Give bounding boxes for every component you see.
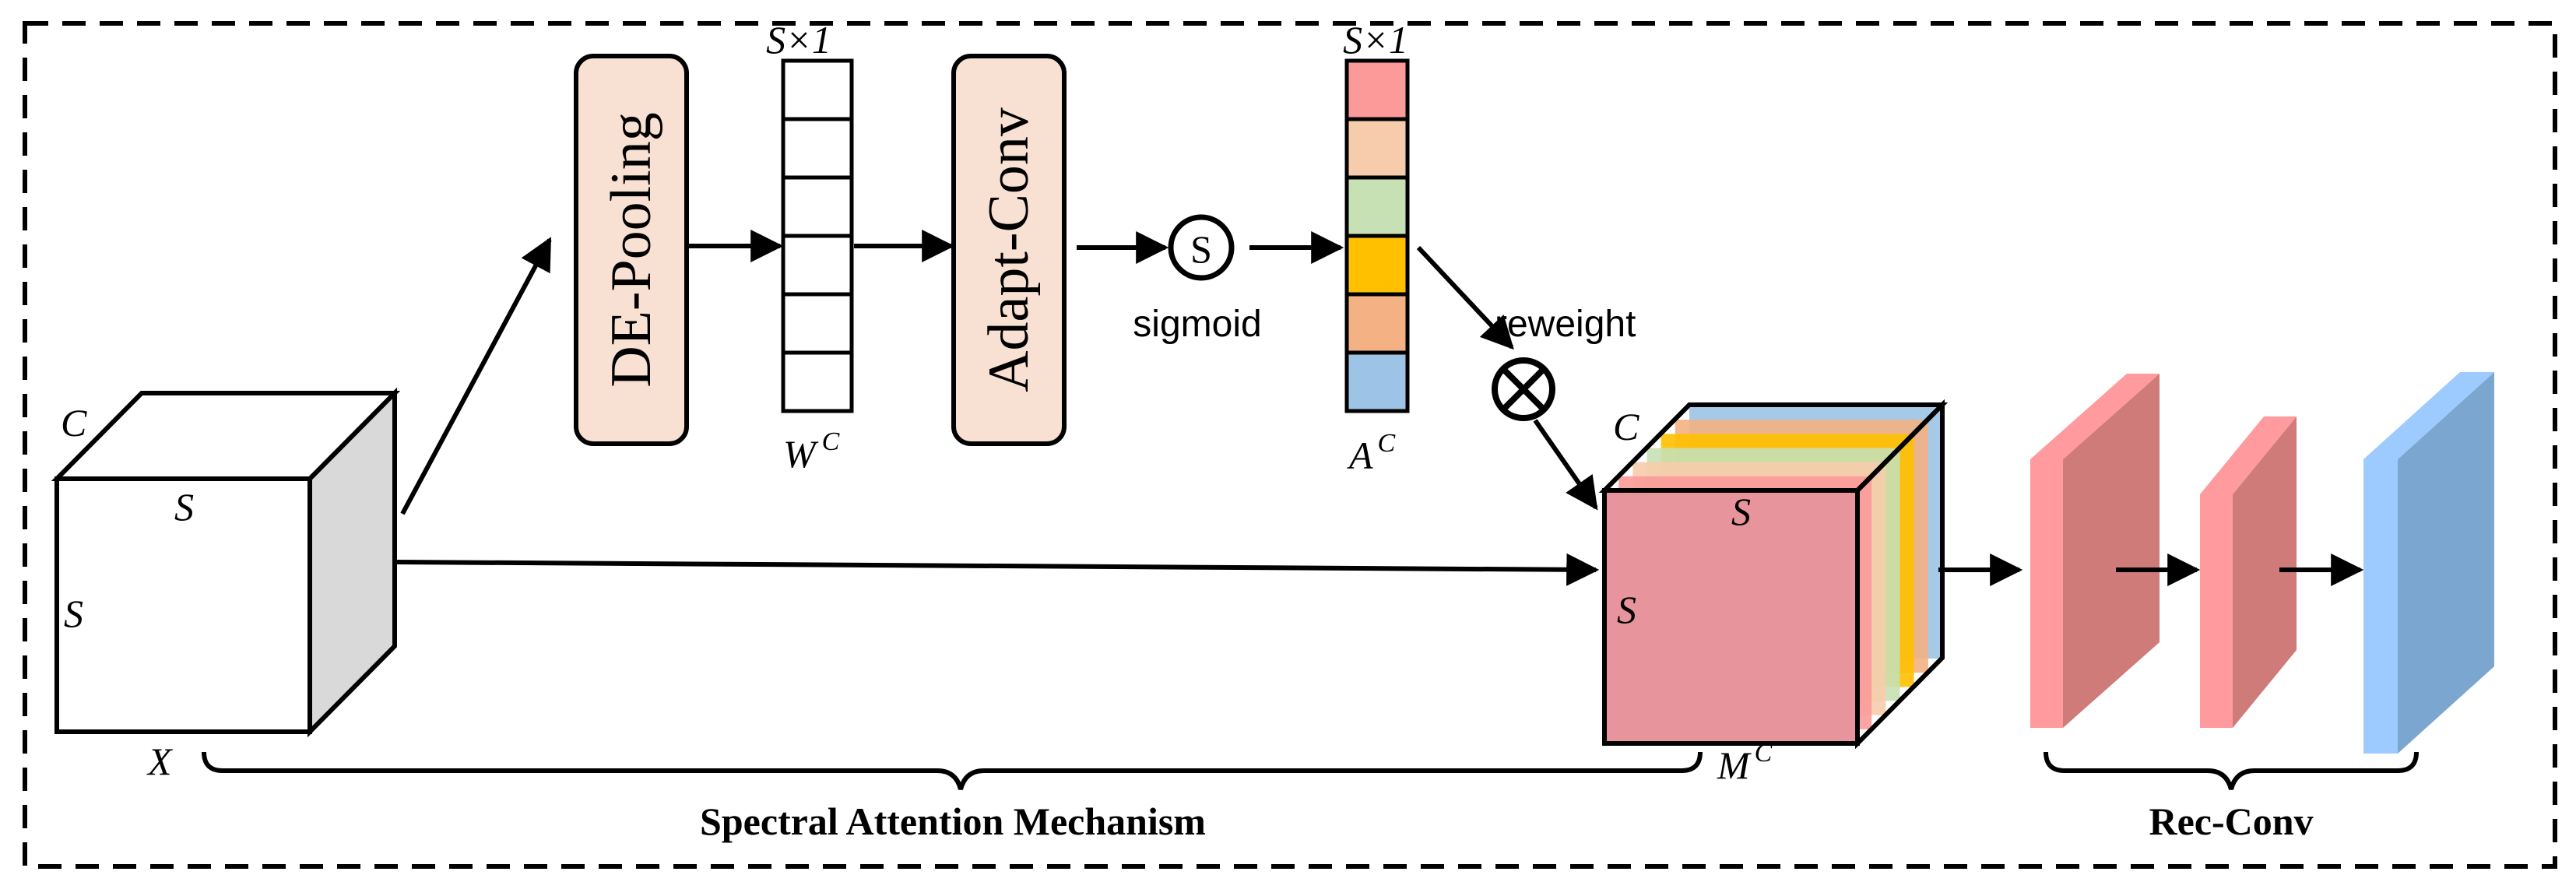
spectral-attention-brace xyxy=(202,751,1703,790)
vector-w-size-label: S×1 xyxy=(766,18,831,61)
vector-a-cell xyxy=(1344,175,1410,238)
vector-a-size-label: S×1 xyxy=(1343,18,1408,61)
rec-conv-label: Rec-Conv xyxy=(2149,799,2313,843)
vector-w-cell xyxy=(781,175,854,238)
vector-w-cell xyxy=(781,58,854,121)
vector-w-cell xyxy=(781,292,854,355)
rec-conv-brace xyxy=(2044,751,2419,790)
output-cube-name-base: M xyxy=(1717,743,1752,787)
arrow-to-output-cube xyxy=(396,553,1600,586)
reweight-label: reweight xyxy=(1495,304,1636,345)
arrow-a-to-reweight xyxy=(1416,245,1514,350)
adapt-conv-label: Adapt-Conv xyxy=(977,107,1041,392)
output-cube-front-face xyxy=(1602,488,1860,746)
sigmoid-symbol: S xyxy=(1190,227,1212,271)
output-cube-s-left-label: S xyxy=(1617,588,1636,631)
arrow-reweight-to-output xyxy=(1533,419,1598,511)
vector-a-cell xyxy=(1344,58,1410,121)
spectral-attention-label: Spectral Attention Mechanism xyxy=(700,799,1206,843)
vector-a-name-base: A xyxy=(1347,434,1373,477)
rec-conv-layer xyxy=(2200,416,2297,728)
rec-conv-layer-top xyxy=(2030,374,2160,459)
reweight-node: reweight xyxy=(1492,304,1636,421)
output-cube-c-label: C xyxy=(1613,405,1639,448)
rec-conv-layer xyxy=(2363,372,2494,754)
vector-a-cell xyxy=(1344,292,1410,355)
rec-conv-layer-front xyxy=(2200,494,2233,728)
vector-w-cell xyxy=(781,117,854,180)
reweight-cross-b xyxy=(1501,367,1546,412)
output-cube-superscript: C xyxy=(1755,739,1773,768)
sigmoid-label: sigmoid xyxy=(1133,304,1261,345)
input-cube-s-top-label: S xyxy=(174,485,194,529)
rec-conv-layer-front xyxy=(2030,459,2063,728)
rec-conv-layer-side xyxy=(2398,372,2494,754)
rec-conv-layer-front xyxy=(2363,459,2398,754)
dashed-frame xyxy=(23,21,2557,869)
rec-conv-layer-side xyxy=(2063,374,2160,728)
vector-w-cell xyxy=(781,234,854,297)
vector-a-superscript: C xyxy=(1378,429,1396,458)
de-pooling-block: DE-Pooling xyxy=(574,54,689,446)
vector-a-cell xyxy=(1344,350,1410,413)
de-pooling-box xyxy=(574,54,689,446)
input-cube-front-face xyxy=(54,476,312,734)
vector-w-cell xyxy=(781,350,854,413)
vector-a-cell xyxy=(1344,234,1410,297)
vector-w-superscript: C xyxy=(822,427,840,456)
sigmoid-node: S sigmoid xyxy=(1133,214,1262,345)
rec-conv-stack xyxy=(2030,372,2494,754)
adapt-conv-block: Adapt-Conv xyxy=(951,54,1067,446)
rec-conv-layer-side xyxy=(2233,416,2297,728)
output-cube-s-top-label: S xyxy=(1731,490,1751,533)
rec-conv-layer-top xyxy=(2363,372,2494,459)
arrow-to-de-pooling xyxy=(400,237,552,515)
sigmoid-circle xyxy=(1168,214,1235,281)
vector-w-name-base: W xyxy=(783,432,819,476)
input-cube-name-label: X xyxy=(146,740,174,783)
rec-conv-layer xyxy=(2030,374,2160,728)
adapt-conv-box xyxy=(951,54,1067,446)
de-pooling-label: DE-Pooling xyxy=(599,112,663,388)
rec-conv-layer-top xyxy=(2200,416,2297,494)
input-cube-c-label: C xyxy=(61,401,87,445)
input-cube: C S S X xyxy=(51,387,401,783)
input-cube-s-left-label: S xyxy=(64,592,83,635)
vector-a-cell xyxy=(1344,117,1410,180)
